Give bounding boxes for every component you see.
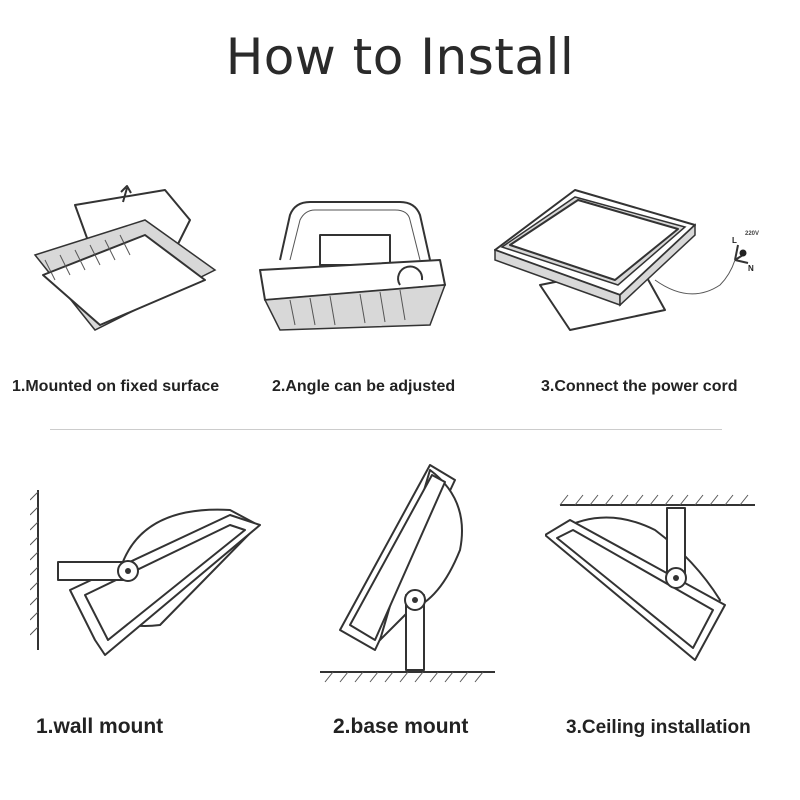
wall-mount-caption: 1.wall mount (36, 715, 164, 738)
step-3-caption: 3.Connect the power cord (541, 378, 738, 395)
wire-neutral-label: N (748, 264, 754, 273)
wire-live-label: L (732, 236, 737, 245)
ceiling-mount-illustration (545, 494, 755, 661)
flood-light-power-cord-illustration: L N 220V (494, 189, 759, 331)
base-mount-illustration (320, 464, 495, 683)
rotate-arrow-icon (397, 265, 424, 286)
ceiling-installation-caption: 3.Ceiling installation (566, 717, 751, 738)
page-title: How to Install (225, 28, 575, 86)
voltage-label: 220V (745, 231, 759, 237)
wall-mount-illustration (30, 490, 261, 656)
step-2-caption: 2.Angle can be adjusted (272, 378, 456, 395)
arrow-up-icon (120, 185, 132, 203)
flood-light-fixed-surface-illustration (33, 185, 217, 331)
base-mount-caption: 2.base mount (333, 715, 469, 738)
flood-light-angle-adjust-illustration (259, 201, 447, 331)
step-1-caption: 1.Mounted on fixed surface (12, 378, 220, 395)
section-divider (50, 429, 722, 430)
